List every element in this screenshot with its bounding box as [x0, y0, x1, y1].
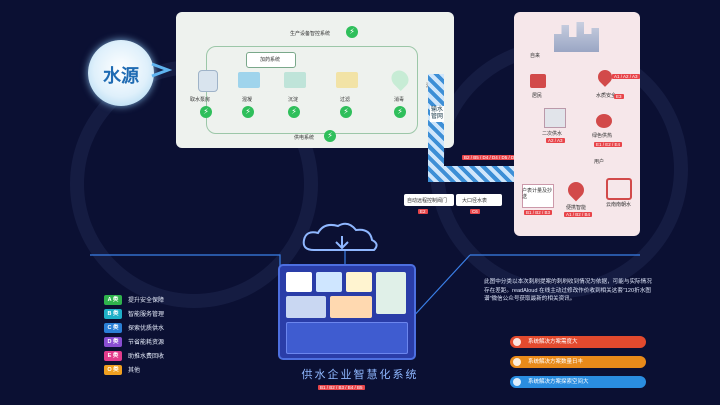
pill-1-icon — [513, 338, 521, 346]
legend-text-a: 提升安全保障 — [128, 298, 165, 304]
legend-text-c: 探索优质供水 — [128, 326, 165, 332]
power-system-icon: ⚡ — [324, 130, 336, 142]
legend-badge-e: E 类 — [104, 350, 122, 361]
legend-text-o: 其他 — [128, 368, 141, 374]
pipe-label: 输水管网 — [430, 106, 444, 122]
legend-row-a: A 类 提升安全保障 — [104, 294, 164, 305]
power-icon-5: ⚡ — [394, 106, 406, 118]
step-sediment-label: 沉淀 — [288, 97, 299, 103]
production-title: 生产设备智控系统 — [290, 31, 331, 37]
legend-badge-d: D 类 — [104, 336, 122, 347]
step-intake-icon — [198, 70, 218, 92]
pill-2-icon — [513, 358, 521, 366]
pill-3: 系统解决方案探索空间大 — [510, 376, 646, 388]
legend-row-c: C 类 探索优质供水 — [104, 322, 164, 333]
pill-2: 系统解决方案数量日丰 — [510, 356, 646, 368]
tile-search — [346, 272, 372, 292]
legend-row-d: D 类 节省能耗资源 — [104, 336, 164, 347]
heater-icon — [606, 178, 632, 200]
legend-row-o: O 类 其他 — [104, 364, 140, 375]
pill-2-text: 系统解决方案数量日丰 — [528, 359, 584, 365]
step-coagulation-label: 混凝 — [242, 97, 253, 103]
step-disinfect-label: 消毒 — [394, 97, 405, 103]
dosing-label: 加药系统 — [260, 57, 281, 63]
legend-text-e: 助推水费回收 — [128, 354, 165, 360]
pill-1-text: 系统解决方案需度大 — [528, 339, 578, 345]
tile-map — [376, 272, 406, 314]
production-badge-icon: ⚡ — [346, 26, 358, 38]
tile-keypad — [286, 322, 408, 354]
step-filter-label: 过滤 — [340, 97, 351, 103]
power-icon-4: ⚡ — [340, 106, 352, 118]
node-label-6: 户表计量及抄送 — [522, 188, 553, 200]
tile-pipes — [330, 296, 372, 318]
green-heat-icon — [596, 114, 612, 128]
dosing-box — [246, 52, 296, 68]
pump-label: 大口径水表 — [462, 198, 488, 204]
water-source-circle — [88, 40, 154, 106]
tile-factory — [286, 296, 326, 318]
cloud-icon — [302, 222, 378, 251]
code-6: E1 / E2 / E4 — [594, 142, 623, 147]
power-icon-3: ⚡ — [288, 106, 300, 118]
legend-badge-o: O 类 — [104, 364, 122, 375]
node-label-5: 用户 — [594, 159, 605, 165]
remote-box[interactable] — [404, 194, 454, 206]
pipe-codes: B2 / B5 / D4 / D4 / D5 / D4 / E4 — [462, 155, 529, 160]
remote-code: E2 — [418, 209, 428, 214]
code-4: A1 / B2 / B4 — [564, 212, 593, 217]
pill-1: 系统解决方案需度大 — [510, 336, 646, 348]
water-use-panel: 居民 A1 / A2 / A3 水质安全 二次供水 A2 / A3 绿色供热 用… — [514, 12, 640, 236]
node-label-0: 自来 — [530, 53, 541, 59]
secondary-supply-icon — [544, 108, 566, 128]
pipe-vertical — [428, 74, 444, 182]
system-title: 供水企业智慧化系统 — [301, 369, 419, 381]
code-3: B1 / B2 / B3 — [524, 210, 553, 215]
tile-chart — [286, 272, 312, 292]
node-label-4: 绿色供热 — [592, 133, 613, 139]
power-icon-1: ⚡ — [200, 106, 212, 118]
water-source-label: 水源 — [103, 66, 139, 86]
source-arrow-icon — [151, 62, 173, 78]
code-2: A2 / A3 — [546, 138, 565, 143]
step-filter-icon — [336, 72, 358, 88]
pipe-horizontal — [428, 166, 518, 182]
step-coagulation-icon — [238, 72, 260, 88]
production-panel: 生产设备智控系统 ⚡ 加药系统 取水泵房 混凝 沉淀 过滤 消毒 ⚡ ⚡ ⚡ ⚡… — [176, 12, 454, 148]
description-text: 此图中分类以本次刺刷提案的刺刷收到情况为依据，可能与实际情况存在差距。readA… — [484, 279, 652, 302]
power-icon-2: ⚡ — [242, 106, 254, 118]
legend-badge-c: C 类 — [104, 322, 122, 333]
legend-text-d: 节省能耗资源 — [128, 340, 165, 346]
legend-badge-b: B 类 — [104, 308, 122, 319]
legend-badge-a: A 类 — [104, 294, 122, 305]
legend-row-e: E 类 助推水费回收 — [104, 350, 164, 361]
pill-3-icon — [513, 378, 521, 386]
pill-3-text: 系统解决方案探索空间大 — [528, 379, 589, 385]
code-5: E3 — [614, 94, 624, 99]
step-sediment-icon — [284, 72, 306, 88]
system-monitor — [278, 264, 416, 360]
node-label-8: 云南南朝水 — [606, 202, 632, 208]
system-codes: B1 / B2 / B3 / B4 / B5 — [318, 385, 365, 390]
node-label-3: 二次供水 — [542, 131, 563, 137]
node-label-2: 水质安全 — [596, 93, 617, 99]
meter-box — [522, 184, 554, 208]
pump-box[interactable] — [456, 194, 502, 206]
tile-city — [316, 272, 342, 292]
legend-text-b: 智能服务管理 — [128, 312, 165, 318]
node-label-1: 居民 — [532, 93, 543, 99]
node-label-7: 便携智能 — [566, 205, 587, 211]
remote-label: 自动远程控制阀门 — [407, 198, 448, 204]
legend-row-b: B 类 智能服务管理 — [104, 308, 164, 319]
pump-code: C6 — [470, 209, 480, 214]
step-intake-label: 取水泵房 — [190, 97, 211, 103]
code-1: A1 / A2 / A3 — [612, 74, 640, 79]
bank-icon — [530, 74, 546, 88]
power-label: 供电系统 — [294, 135, 315, 141]
